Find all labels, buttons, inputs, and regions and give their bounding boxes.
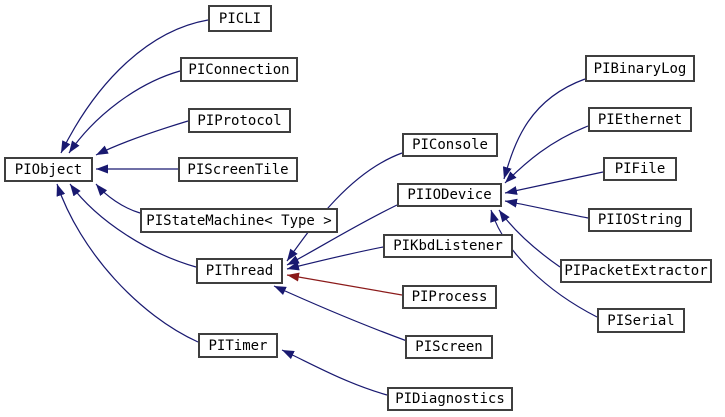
node-pithread[interactable]: PIThread — [196, 258, 283, 284]
edge-piscreen-pithread — [273, 285, 408, 342]
node-label: PISerial — [607, 312, 675, 329]
edge-pibinarylog-piiodevice — [502, 78, 586, 180]
node-label: PIScreen — [415, 339, 483, 355]
node-piethernet[interactable]: PIEthernet — [588, 107, 692, 132]
edge-pitimer-piobject — [56, 183, 199, 343]
node-pidiagnostics[interactable]: PIDiagnostics — [387, 387, 513, 411]
node-label: PICLI — [218, 10, 262, 27]
node-label: PIThread — [205, 263, 274, 279]
edge-piconnection-piobject — [68, 70, 181, 154]
node-piscreen[interactable]: PIScreen — [405, 335, 493, 359]
edge-pidiagnostics-pitimer — [281, 349, 388, 396]
edge-piserial-piiodevice — [490, 209, 598, 318]
node-label: PIDiagnostics — [395, 391, 505, 407]
node-pikbdlistener[interactable]: PIKbdListener — [383, 234, 513, 258]
node-picli[interactable]: PICLI — [208, 5, 272, 32]
node-label: PIIOString — [597, 212, 683, 228]
node-label: PITimer — [208, 337, 268, 354]
edge-pifile-piiodevice — [504, 171, 604, 195]
node-label: PIConsole — [412, 137, 488, 153]
edge-pikbdlistener-pithread — [286, 246, 384, 271]
node-label: PIStateMachine< Type > — [146, 212, 332, 229]
node-piscreentile[interactable]: PIScreenTile — [178, 157, 298, 182]
node-piconsole[interactable]: PIConsole — [402, 133, 498, 157]
node-piobject[interactable]: PIObject — [4, 157, 93, 182]
node-piiostring[interactable]: PIIOString — [588, 208, 692, 232]
edge-pithread-piobject — [69, 183, 197, 268]
edge-piprotocol-piobject — [95, 120, 189, 156]
node-piconnection[interactable]: PIConnection — [180, 57, 298, 82]
node-piprotocol[interactable]: PIProtocol — [188, 108, 291, 133]
node-label: PIEthernet — [597, 111, 683, 128]
edge-pistatemachine-piobject — [95, 183, 141, 214]
node-label: PIConnection — [188, 61, 290, 78]
node-piserial[interactable]: PISerial — [597, 308, 685, 333]
edge-piethernet-piiodevice — [504, 125, 589, 184]
node-piprocess[interactable]: PIProcess — [402, 285, 497, 309]
node-label: PIKbdListener — [393, 238, 503, 254]
node-label: PIBinaryLog — [593, 60, 687, 77]
edge-picli-piobject — [60, 19, 209, 154]
edge-piconsole-pithread — [286, 152, 403, 262]
node-pibinarylog[interactable]: PIBinaryLog — [585, 55, 695, 82]
node-piiodevice[interactable]: PIIODevice — [397, 183, 502, 207]
node-pipacketextractor[interactable]: PIPacketExtractor — [560, 259, 712, 283]
node-label: PIIODevice — [407, 187, 492, 203]
node-pistatemachine[interactable]: PIStateMachine< Type > — [140, 208, 338, 233]
node-label: PIProtocol — [197, 112, 282, 129]
node-pitimer[interactable]: PITimer — [198, 333, 278, 358]
edge-piiodevice-pithread — [286, 204, 398, 266]
node-label: PIScreenTile — [187, 161, 289, 178]
node-label: PIPacketExtractor — [564, 263, 708, 279]
edge-piiostring-piiodevice — [504, 198, 589, 219]
node-label: PIFile — [614, 161, 666, 177]
edge-pipacketextractor-piiodevice — [498, 209, 561, 268]
node-pifile[interactable]: PIFile — [603, 157, 677, 181]
edge-piprocess-pithread — [286, 272, 403, 296]
node-label: PIProcess — [411, 289, 488, 305]
node-label: PIObject — [14, 161, 83, 178]
